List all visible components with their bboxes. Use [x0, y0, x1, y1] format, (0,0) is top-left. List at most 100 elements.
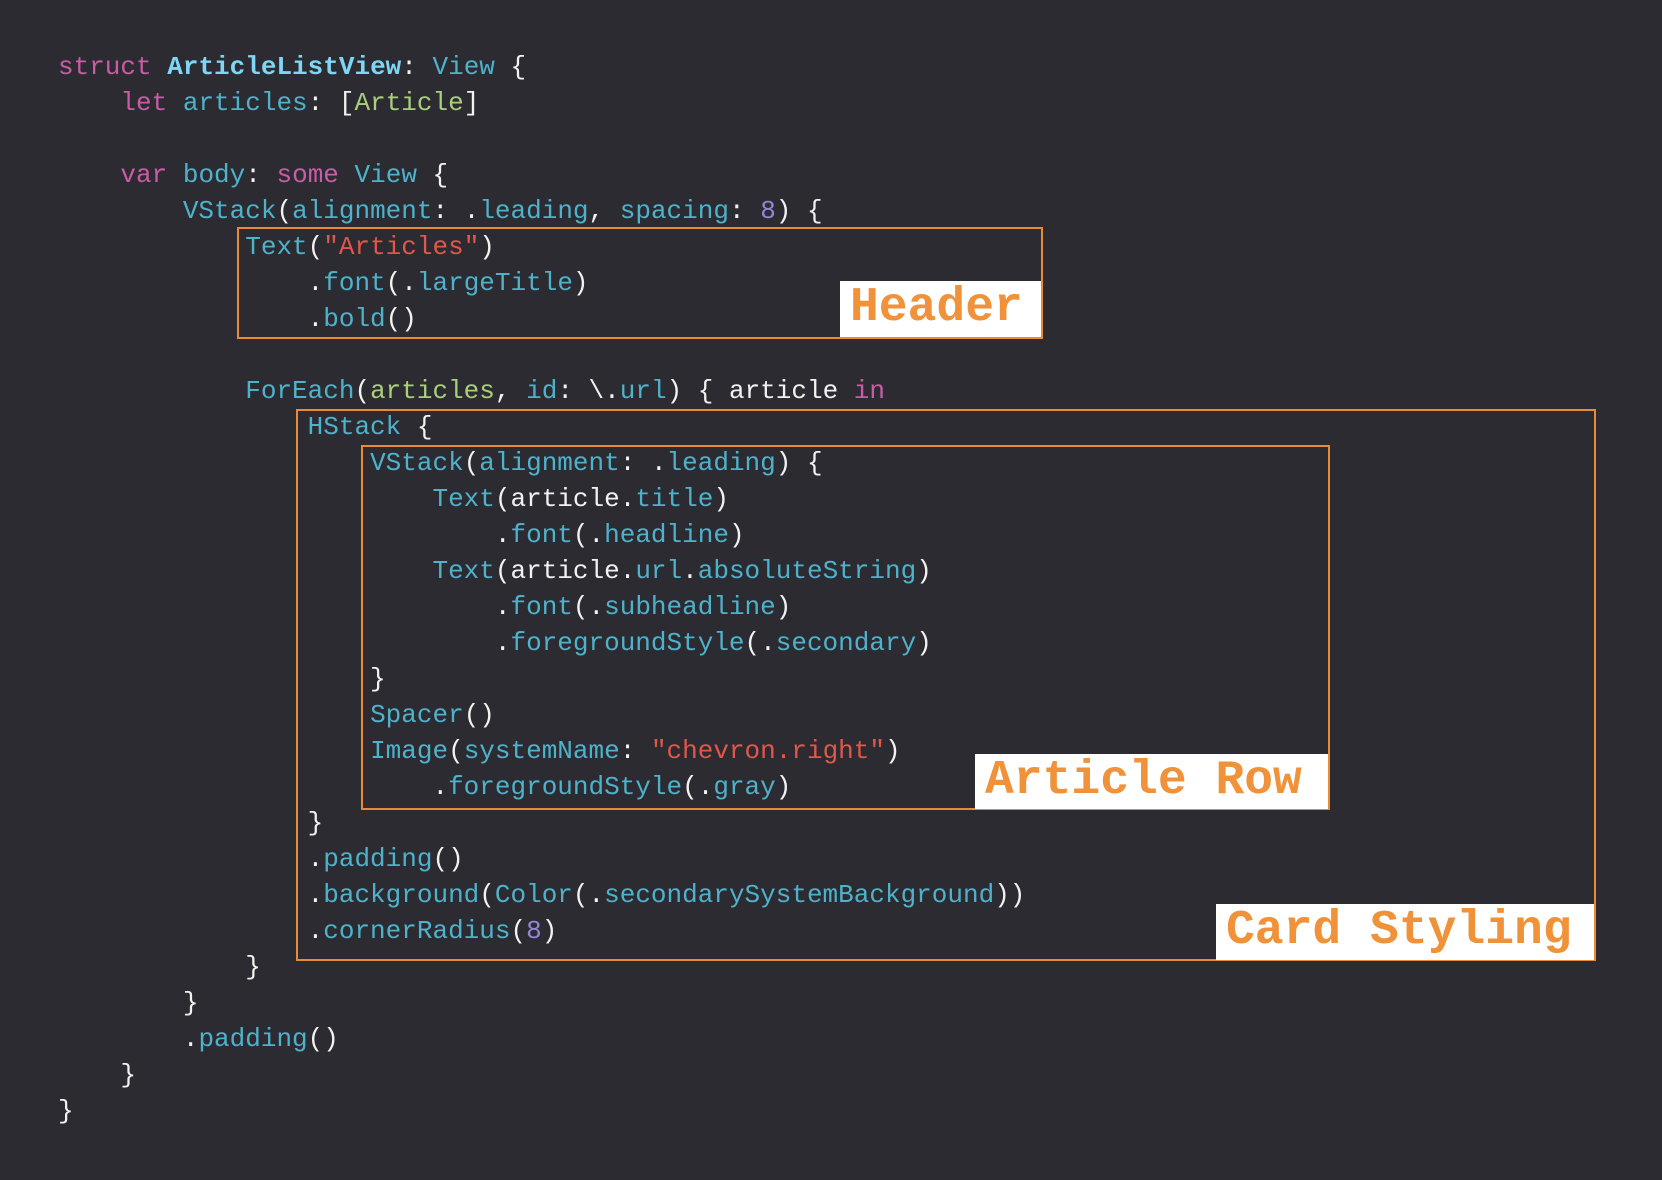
- code-token: }: [58, 1060, 137, 1090]
- header-annotation-box: [237, 227, 1043, 339]
- code-line: .padding(): [58, 841, 1025, 877]
- code-token: [167, 88, 183, 118]
- code-token: }: [58, 808, 324, 838]
- code-line: }: [58, 985, 1025, 1021]
- code-token: .: [682, 556, 698, 586]
- code-token: headline: [604, 520, 729, 550]
- code-token: VStack: [370, 448, 464, 478]
- code-token: Text: [432, 484, 495, 514]
- code-line: .padding(): [58, 1021, 1025, 1057]
- code-token: ): [541, 916, 558, 946]
- code-token: [339, 160, 355, 190]
- code-token: [58, 88, 120, 118]
- code-token: .: [58, 772, 449, 802]
- code-token: foregroundStyle: [510, 628, 745, 658]
- code-token: View: [432, 52, 495, 82]
- code-line: .foregroundStyle(.secondary): [58, 625, 1025, 661]
- code-line: HStack {: [58, 409, 1025, 445]
- code-token: ]: [463, 88, 480, 118]
- code-token: in: [853, 376, 886, 406]
- code-token: :: [401, 52, 433, 82]
- code-token: (: [463, 448, 480, 478]
- code-token: "Articles": [323, 232, 480, 262]
- code-token: id: [526, 376, 558, 406]
- code-token: (.: [572, 520, 605, 550]
- code-line: }: [58, 805, 1025, 841]
- code-token: font: [510, 520, 573, 550]
- code-token: .: [58, 592, 511, 622]
- code-token: HStack: [307, 412, 402, 442]
- code-token: (): [385, 304, 417, 334]
- code-token: {: [401, 412, 433, 442]
- code-token: (article.: [494, 556, 636, 586]
- code-line: }: [58, 949, 1025, 985]
- code-token: }: [58, 664, 386, 694]
- code-token: ,: [494, 376, 527, 406]
- code-token: cornerRadius: [323, 916, 511, 946]
- code-token: absoluteString: [697, 556, 917, 586]
- code-token: url: [635, 556, 683, 586]
- code-line: .font(.subheadline): [58, 589, 1025, 625]
- code-token: background: [323, 880, 480, 910]
- code-token: : .: [619, 448, 667, 478]
- code-token: alignment: [479, 448, 620, 478]
- code-token: ): [916, 556, 932, 586]
- code-token: ) {: [775, 196, 823, 226]
- code-line: .cornerRadius(8): [58, 913, 1025, 949]
- code-token: :: [245, 160, 277, 190]
- code-token: (: [479, 880, 495, 910]
- code-token: (): [463, 700, 495, 730]
- code-line: let articles: [Article]: [58, 85, 1025, 121]
- code-token: let: [120, 88, 168, 118]
- code-line: Text("Articles"): [58, 229, 1025, 265]
- code-token: 8: [760, 196, 776, 226]
- code-line: Text(article.url.absoluteString): [58, 553, 1025, 589]
- code-token: .: [58, 916, 324, 946]
- code-token: : [: [307, 88, 355, 118]
- card-styling-annotation-box: [296, 409, 1596, 961]
- code-token: var: [120, 160, 168, 190]
- code-token: :: [728, 196, 761, 226]
- code-token: (: [307, 232, 324, 262]
- code-token: ) {: [775, 448, 823, 478]
- code-line: }: [58, 1057, 1025, 1093]
- code-line: .foregroundStyle(.gray): [58, 769, 1025, 805]
- code-token: secondary: [775, 628, 917, 658]
- code-line: ForEach(articles, id: \.url) { article i…: [58, 373, 1025, 409]
- code-token: body: [182, 160, 246, 190]
- code-line: .bold(): [58, 301, 1025, 337]
- code-token: 8: [526, 916, 542, 946]
- code-token: (: [276, 196, 293, 226]
- code-token: )): [994, 880, 1026, 910]
- code-token: title: [635, 484, 714, 514]
- code-token: Text: [245, 232, 308, 262]
- code-token: ForEach: [245, 376, 355, 406]
- code-token: bold: [323, 304, 386, 334]
- code-token: VStack: [182, 196, 277, 226]
- code-token: padding: [198, 1024, 308, 1054]
- code-token: (.: [682, 772, 714, 802]
- code-token: ArticleListView: [167, 52, 402, 82]
- code-token: ): [775, 592, 792, 622]
- code-token: subheadline: [604, 592, 776, 622]
- code-token: url: [619, 376, 667, 406]
- code-line: VStack(alignment: .leading) {: [58, 445, 1025, 481]
- code-token: .: [58, 268, 324, 298]
- code-token: ): [572, 268, 589, 298]
- code-token: Image: [370, 736, 449, 766]
- code-line: VStack(alignment: .leading, spacing: 8) …: [58, 193, 1025, 229]
- code-token: ): [479, 232, 495, 262]
- article-row-annotation-box: [361, 445, 1330, 810]
- code-token: .: [58, 880, 324, 910]
- code-line: .font(.headline): [58, 517, 1025, 553]
- code-token: struct: [58, 52, 152, 82]
- article-row-annotation-label: Article Row: [975, 754, 1328, 809]
- code-token: : .: [432, 196, 480, 226]
- card-styling-annotation-label: Card Styling: [1216, 904, 1594, 960]
- code-token: "chevron.right": [650, 736, 885, 766]
- code-token: (: [354, 376, 371, 406]
- code-token: .: [58, 304, 324, 334]
- code-token: foregroundStyle: [448, 772, 683, 802]
- code-line: }: [58, 661, 1025, 697]
- code-token: some: [276, 160, 339, 190]
